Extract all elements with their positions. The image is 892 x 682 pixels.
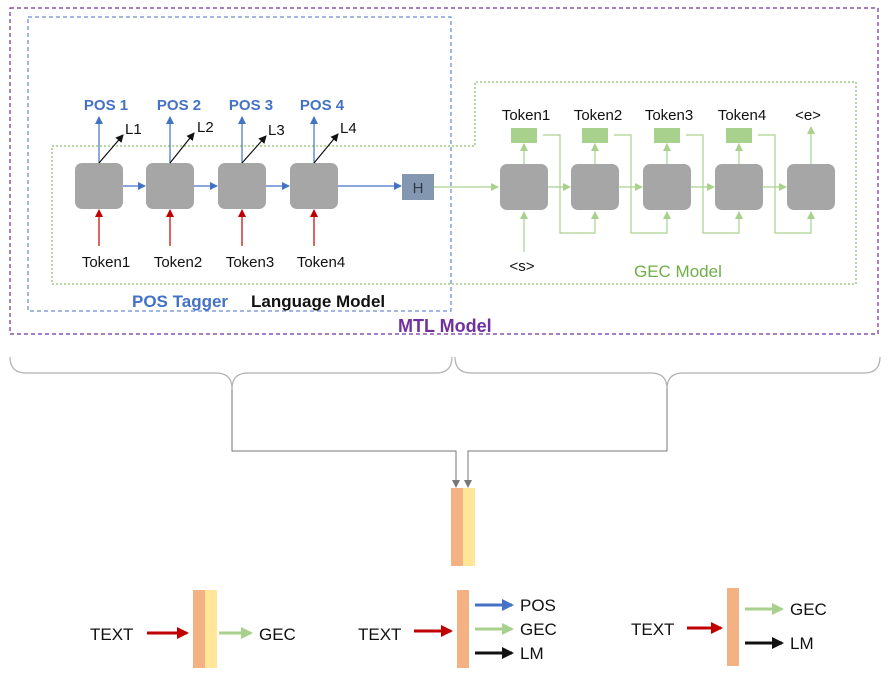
legend-output-lm-2: LM <box>520 644 544 663</box>
legend-text-2: TEXT <box>358 625 401 644</box>
pos-label-1: POS 1 <box>84 97 128 114</box>
decoder-cell-1 <box>500 164 548 210</box>
language-model-label: Language Model <box>251 292 385 311</box>
language-model-box <box>51 81 857 285</box>
encoder-token-4: Token4 <box>297 254 345 271</box>
legend-output-lm-3: LM <box>790 634 814 653</box>
encoder-token-2: Token2 <box>154 254 202 271</box>
legend-output-gec-2: GEC <box>520 620 557 639</box>
legend-config-2: TEXT POS GEC LM <box>358 590 557 668</box>
legend-text-3: TEXT <box>631 620 674 639</box>
decoder-cell-4 <box>715 164 763 210</box>
combined-yellow-bar <box>463 488 475 566</box>
lm-output-arrow <box>313 133 339 164</box>
pos-label-4: POS 4 <box>300 97 345 114</box>
decoder-output-box-4 <box>726 128 752 143</box>
hidden-state-label: H <box>413 180 424 197</box>
decoder-output-label-2: Token2 <box>574 107 622 124</box>
lm-output-arrow <box>98 134 124 164</box>
legend-output-pos-2: POS <box>520 596 556 615</box>
decoder-output-label-3: Token3 <box>645 107 693 124</box>
lm-label-1: L1 <box>125 121 142 138</box>
lm-label-2: L2 <box>197 119 214 136</box>
legend-yellow-bar-1 <box>205 590 217 668</box>
decoder: Token1 Token2 Token3 Token4 <e> <s> <box>500 107 835 275</box>
encoder-cell-3 <box>218 163 266 209</box>
gec-model-label: GEC Model <box>634 262 722 281</box>
pos-label-2: POS 2 <box>157 97 201 114</box>
legend-orange-bar-1 <box>193 590 205 668</box>
decoder-output-label-5: <e> <box>795 107 821 124</box>
decoder-output-label-4: Token4 <box>718 107 766 124</box>
combined-orange-bar <box>451 488 463 566</box>
decoder-feedback-path <box>686 134 743 234</box>
mtl-model-label: MTL Model <box>398 316 492 336</box>
legend-orange-bar-3 <box>727 588 739 666</box>
encoder-brace-connector <box>231 389 460 488</box>
encoder-cell-1 <box>75 163 123 209</box>
encoder: POS 1 POS 2 POS 3 POS 4 L1 L2 L3 L4 Toke… <box>75 97 402 271</box>
lm-output-arrow <box>241 135 267 164</box>
pos-label-3: POS 3 <box>229 97 273 114</box>
lm-label-3: L3 <box>268 122 285 139</box>
decoder-cell-2 <box>571 164 619 210</box>
hidden-state-box <box>402 174 434 200</box>
decoder-output-box-3 <box>654 128 680 143</box>
encoder-cell-4 <box>290 163 338 209</box>
decoder-brace-connector <box>464 389 668 488</box>
decoder-cell-3 <box>643 164 691 210</box>
decoder-start-token: <s> <box>509 258 534 275</box>
legend-config-3: TEXT GEC LM <box>631 588 827 666</box>
pos-tagger-label: POS Tagger <box>132 292 228 311</box>
legend-text-1: TEXT <box>90 625 133 644</box>
decoder-brace <box>454 356 881 390</box>
decoder-cell-5 <box>787 164 835 210</box>
encoder-brace <box>9 356 453 390</box>
legend-output-gec-3: GEC <box>790 600 827 619</box>
legend-output-gec-1: GEC <box>259 625 296 644</box>
pos-tagger-box <box>27 16 452 312</box>
encoder-token-1: Token1 <box>82 254 130 271</box>
encoder-cell-2 <box>146 163 194 209</box>
encoder-token-3: Token3 <box>226 254 274 271</box>
lm-label-4: L4 <box>340 120 357 137</box>
lm-output-arrow <box>169 132 195 164</box>
legend-config-1: TEXT GEC <box>90 590 296 668</box>
decoder-feedback-path <box>758 134 815 234</box>
decoder-output-box-1 <box>511 128 537 143</box>
legend-orange-bar-2 <box>457 590 469 668</box>
mtl-model-box <box>9 7 879 335</box>
decoder-feedback-path <box>543 134 599 234</box>
decoder-feedback-path <box>614 134 671 234</box>
decoder-output-label-1: Token1 <box>502 107 550 124</box>
decoder-output-box-2 <box>582 128 608 143</box>
